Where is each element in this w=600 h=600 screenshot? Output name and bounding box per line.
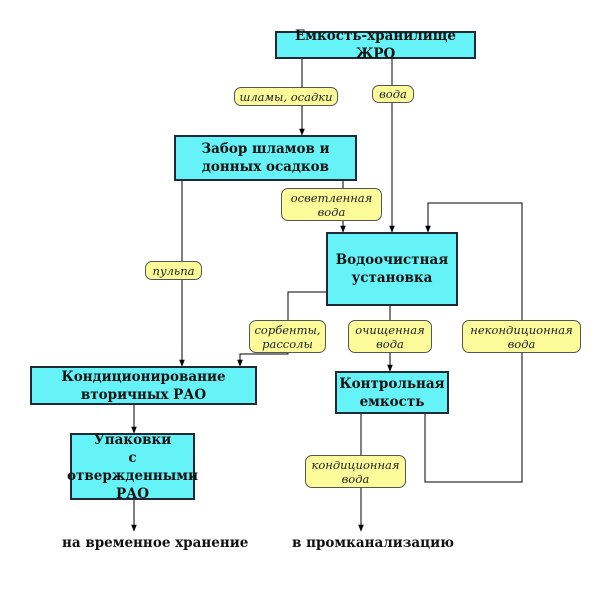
node-water-treatment: Водоочистная установка: [326, 232, 458, 306]
node-conditioning: Кондиционирование вторичных РАО: [30, 366, 257, 405]
node-sludge-intake: Забор шламов и донных осадков: [174, 135, 357, 181]
edge-treatment-to-conditioning: [237, 291, 327, 367]
label-water: вода: [372, 85, 414, 103]
label-off-spec-water: некондиционная вода: [462, 320, 581, 353]
label-sludge: шламы, осадки: [234, 87, 338, 106]
output-temporary-storage: на временное хранение: [62, 535, 249, 551]
label-conditioned-water: кондиционная вода: [305, 455, 406, 488]
label-sorbents: сорбенты, рассолы: [249, 320, 326, 353]
label-clarified-water: осветленная вода: [281, 188, 382, 221]
node-control-tank: Контрольная емкость: [335, 371, 449, 414]
label-purified-water: очищенная вода: [348, 320, 432, 353]
label-pulp: пульпа: [145, 261, 202, 280]
node-storage-tank: Емкость-хранилище ЖРО: [275, 28, 476, 62]
node-packaging: Упаковки с отвержденными РАО: [66, 431, 199, 502]
output-industrial-sewer: в промканализацию: [292, 535, 454, 551]
